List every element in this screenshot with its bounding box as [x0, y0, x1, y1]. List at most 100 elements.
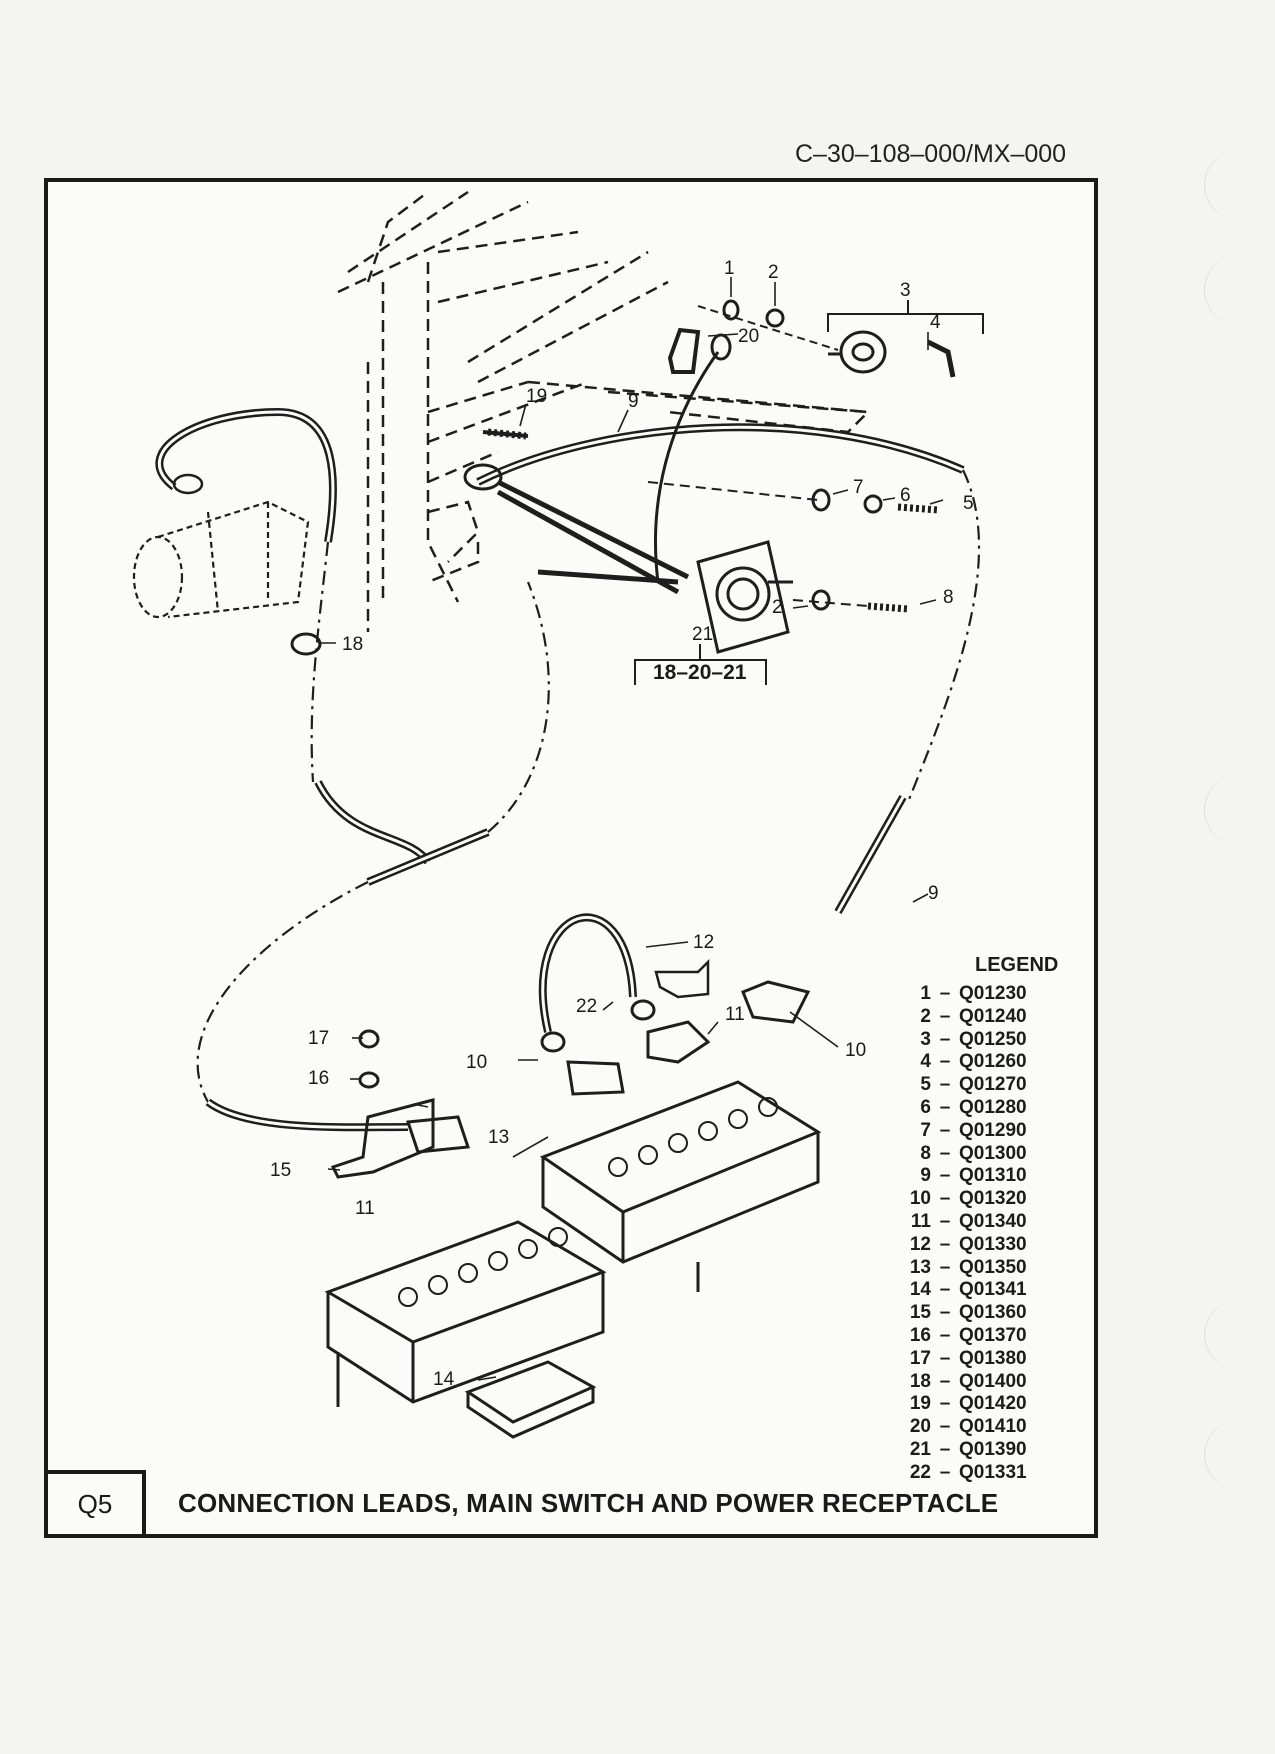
legend-code: Q01300	[959, 1142, 1027, 1164]
svg-text:12: 12	[693, 932, 714, 953]
figure-id: Q5	[77, 1488, 113, 1519]
legend-row: 18–Q01400	[901, 1371, 1059, 1394]
legend-code: Q01341	[959, 1279, 1027, 1301]
binder-hole	[1204, 1300, 1275, 1370]
legend-row: 4–Q01260	[901, 1051, 1059, 1074]
svg-text:4: 4	[930, 312, 941, 333]
legend-code: Q01310	[959, 1165, 1027, 1187]
legend-row: 14–Q01341	[901, 1279, 1059, 1302]
binder-hole	[1204, 150, 1275, 220]
svg-text:8: 8	[943, 587, 954, 608]
legend-code: Q01330	[959, 1233, 1027, 1255]
legend-dash: –	[939, 1188, 951, 1210]
legend-number: 6	[920, 1096, 931, 1118]
legend-row: 5–Q01270	[901, 1074, 1059, 1097]
legend-number: 5	[920, 1074, 931, 1096]
legend-code: Q01320	[959, 1188, 1027, 1210]
document-code: C–30–108–000/MX–000	[795, 140, 1067, 168]
svg-text:16: 16	[308, 1068, 329, 1089]
svg-text:17: 17	[308, 1028, 329, 1049]
legend-dash: –	[939, 1119, 951, 1141]
legend-number: 4	[920, 1051, 931, 1073]
svg-text:2: 2	[768, 262, 779, 283]
legend-row: 16–Q01370	[901, 1325, 1059, 1348]
svg-text:15: 15	[270, 1160, 291, 1181]
svg-text:21: 21	[692, 624, 713, 645]
legend-code: Q01280	[959, 1096, 1027, 1118]
legend-row: 19–Q01420	[901, 1393, 1059, 1416]
legend-dash: –	[939, 1370, 951, 1392]
svg-text:9: 9	[928, 883, 939, 904]
svg-text:7: 7	[853, 477, 864, 498]
legend-dash: –	[939, 1165, 951, 1187]
binder-hole	[1204, 775, 1275, 845]
svg-text:6: 6	[900, 485, 911, 506]
grommet-18	[290, 632, 322, 656]
legend-number: 7	[920, 1119, 931, 1141]
main-switch	[828, 330, 887, 374]
legend-number: 20	[909, 1416, 931, 1438]
legend-number: 10	[909, 1188, 931, 1210]
figure-id-box: Q5	[48, 1470, 146, 1534]
legend-code: Q01260	[959, 1051, 1027, 1073]
legend-code: Q01240	[959, 1005, 1027, 1027]
legend-dash: –	[939, 1302, 951, 1324]
legend-code: Q01390	[959, 1438, 1027, 1460]
legend-dash: –	[939, 1279, 951, 1301]
legend-code: Q01350	[959, 1256, 1027, 1278]
legend-code: Q01380	[959, 1347, 1027, 1369]
legend-row: 11–Q01340	[901, 1211, 1059, 1234]
legend-number: 22	[909, 1461, 931, 1483]
legend-dash: –	[939, 1142, 951, 1164]
svg-text:14: 14	[433, 1369, 455, 1390]
legend-code: Q01400	[959, 1370, 1027, 1392]
legend-row: 10–Q01320	[901, 1188, 1059, 1211]
legend-row: 6–Q01280	[901, 1097, 1059, 1120]
legend-number: 11	[910, 1210, 931, 1232]
legend-row: 9–Q01310	[901, 1165, 1059, 1188]
legend-number: 16	[909, 1324, 931, 1346]
svg-text:1: 1	[724, 258, 735, 279]
vehicle-frame-outline	[337, 190, 871, 632]
legend-number: 3	[920, 1028, 931, 1050]
legend-row: 3–Q01250	[901, 1029, 1059, 1052]
legend-dash: –	[939, 1210, 951, 1232]
legend-dash: –	[939, 1233, 951, 1255]
svg-text:2: 2	[772, 597, 783, 618]
legend-number: 9	[920, 1165, 931, 1187]
legend-row: 15–Q01360	[901, 1302, 1059, 1325]
legend-dash: –	[939, 1074, 951, 1096]
legend-dash: –	[939, 983, 951, 1004]
legend-code: Q01340	[959, 1210, 1027, 1232]
legend-number: 8	[920, 1142, 931, 1164]
legend-code: Q01230	[959, 983, 1027, 1004]
legend-row: 1–Q01230	[901, 983, 1059, 1006]
legend-dash: –	[939, 1096, 951, 1118]
svg-text:5: 5	[963, 493, 974, 514]
legend-row: 17–Q01380	[901, 1348, 1059, 1371]
legend-row: 22–Q01331	[901, 1462, 1059, 1485]
legend-dash: –	[939, 1051, 951, 1073]
figure-frame: 1 2 3 4 20 19 9 7 6 5 2 8 21 18 9 12 22 …	[44, 178, 1098, 1538]
legend-number: 12	[909, 1233, 931, 1255]
legend-dash: –	[939, 1256, 951, 1278]
legend-number: 13	[909, 1256, 931, 1278]
legend-number: 2	[920, 1005, 931, 1027]
svg-text:3: 3	[900, 280, 911, 301]
legend-row: 21–Q01390	[901, 1439, 1059, 1462]
legend-row: 13–Q01350	[901, 1257, 1059, 1280]
legend-row: 2–Q01240	[901, 1006, 1059, 1029]
legend-number: 21	[909, 1438, 931, 1460]
svg-text:11: 11	[355, 1198, 375, 1219]
legend-dash: –	[939, 1347, 951, 1369]
starter-motor	[132, 500, 310, 619]
legend-dash: –	[939, 1416, 951, 1438]
binder-hole	[1204, 255, 1275, 325]
legend-row: 7–Q01290	[901, 1120, 1059, 1143]
svg-text:18: 18	[342, 634, 363, 655]
legend-code: Q01420	[959, 1393, 1027, 1415]
legend-number: 1	[920, 983, 931, 1004]
legend-dash: –	[939, 1028, 951, 1050]
